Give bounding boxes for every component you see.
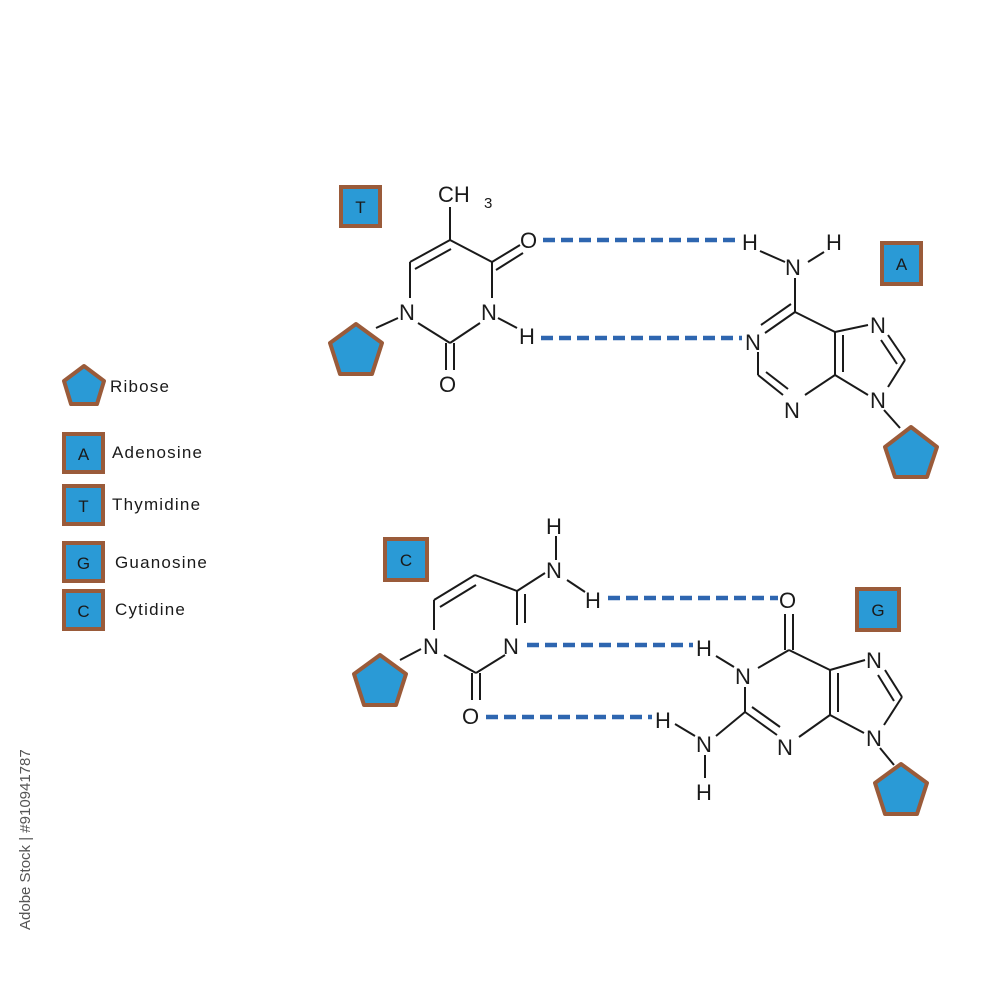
cytosine-tag-letter: C bbox=[400, 551, 412, 570]
legend-adenosine-label: Adenosine bbox=[112, 443, 203, 462]
thymine-molecule: T CH 3 O N H N O bbox=[328, 182, 537, 397]
thymine-h3-atom: H bbox=[519, 324, 535, 349]
guanine-n3-atom: N bbox=[777, 735, 793, 760]
adenine-h-left-atom: H bbox=[742, 230, 758, 255]
stock-watermark-text: Adobe Stock | #910941787 bbox=[17, 749, 34, 930]
cytosine-amino-n-atom: N bbox=[546, 558, 562, 583]
adenine-h-right-atom: H bbox=[826, 230, 842, 255]
ribose-icon bbox=[62, 364, 106, 406]
legend-ribose-label: Ribose bbox=[110, 377, 170, 396]
legend: Ribose A Adenosine T Thymidine G Guanosi… bbox=[62, 364, 208, 631]
adenine-ribose-icon bbox=[883, 425, 939, 479]
thymine-o2-atom: O bbox=[439, 372, 456, 397]
adenine-n1-atom: N bbox=[745, 330, 761, 355]
thymidine-key-box bbox=[62, 484, 105, 526]
cytosine-h-right-atom: H bbox=[585, 588, 601, 613]
adenine-n7-atom: N bbox=[870, 313, 886, 338]
guanine-amino-n-atom: N bbox=[696, 732, 712, 757]
adenine-n9-atom: N bbox=[870, 388, 886, 413]
adenosine-key-letter: A bbox=[78, 445, 90, 464]
adenine-tag-box bbox=[880, 241, 923, 286]
guanosine-key-box bbox=[62, 541, 105, 583]
thymidine-key-letter: T bbox=[78, 497, 88, 516]
thymine-tag-box bbox=[339, 185, 382, 228]
guanine-o6-atom: O bbox=[779, 588, 796, 613]
cytidine-key-letter: C bbox=[77, 602, 89, 621]
guanine-n1-atom: N bbox=[735, 664, 751, 689]
thymine-ribose-icon bbox=[328, 322, 384, 376]
thymine-n1-atom: N bbox=[399, 300, 415, 325]
adenine-molecule: A H H N N N N N bbox=[742, 230, 939, 479]
guanine-amino-h-left-atom: H bbox=[655, 708, 671, 733]
thymine-n3-atom: N bbox=[481, 300, 497, 325]
guanine-molecule: G O H N N N N H N H bbox=[655, 587, 929, 816]
cytosine-n1-atom: N bbox=[423, 634, 439, 659]
cytosine-ribose-icon bbox=[352, 653, 408, 707]
thymine-methyl-subscript: 3 bbox=[484, 195, 492, 212]
cytosine-tag-box bbox=[383, 537, 429, 582]
adenosine-key-box bbox=[62, 432, 105, 474]
legend-thymidine-label: Thymidine bbox=[112, 495, 201, 514]
cytosine-n3-atom: N bbox=[503, 634, 519, 659]
thymine-methyl-label: CH bbox=[438, 182, 470, 207]
guanine-ribose-icon bbox=[873, 762, 929, 816]
guanosine-key-letter: G bbox=[77, 554, 90, 573]
thymine-o4-atom: O bbox=[520, 228, 537, 253]
cytosine-h-top-atom: H bbox=[546, 514, 562, 539]
legend-cytidine-label: Cytidine bbox=[115, 600, 186, 619]
guanine-amino-h-bottom-atom: H bbox=[696, 780, 712, 805]
guanine-h1-atom: H bbox=[696, 636, 712, 661]
adenine-n3-atom: N bbox=[784, 398, 800, 423]
guanine-n7-atom: N bbox=[866, 648, 882, 673]
thymine-tag-letter: T bbox=[355, 198, 365, 217]
guanine-n9-atom: N bbox=[866, 726, 882, 751]
cytidine-key-box bbox=[62, 589, 105, 631]
legend-guanosine-label: Guanosine bbox=[115, 553, 208, 572]
guanine-tag-box bbox=[855, 587, 901, 632]
adenine-tag-letter: A bbox=[896, 255, 908, 274]
guanine-tag-letter: G bbox=[871, 601, 884, 620]
cytosine-o2-atom: O bbox=[462, 704, 479, 729]
cytosine-molecule: C H N H N N O bbox=[352, 514, 601, 729]
adenine-amino-n-atom: N bbox=[785, 255, 801, 280]
